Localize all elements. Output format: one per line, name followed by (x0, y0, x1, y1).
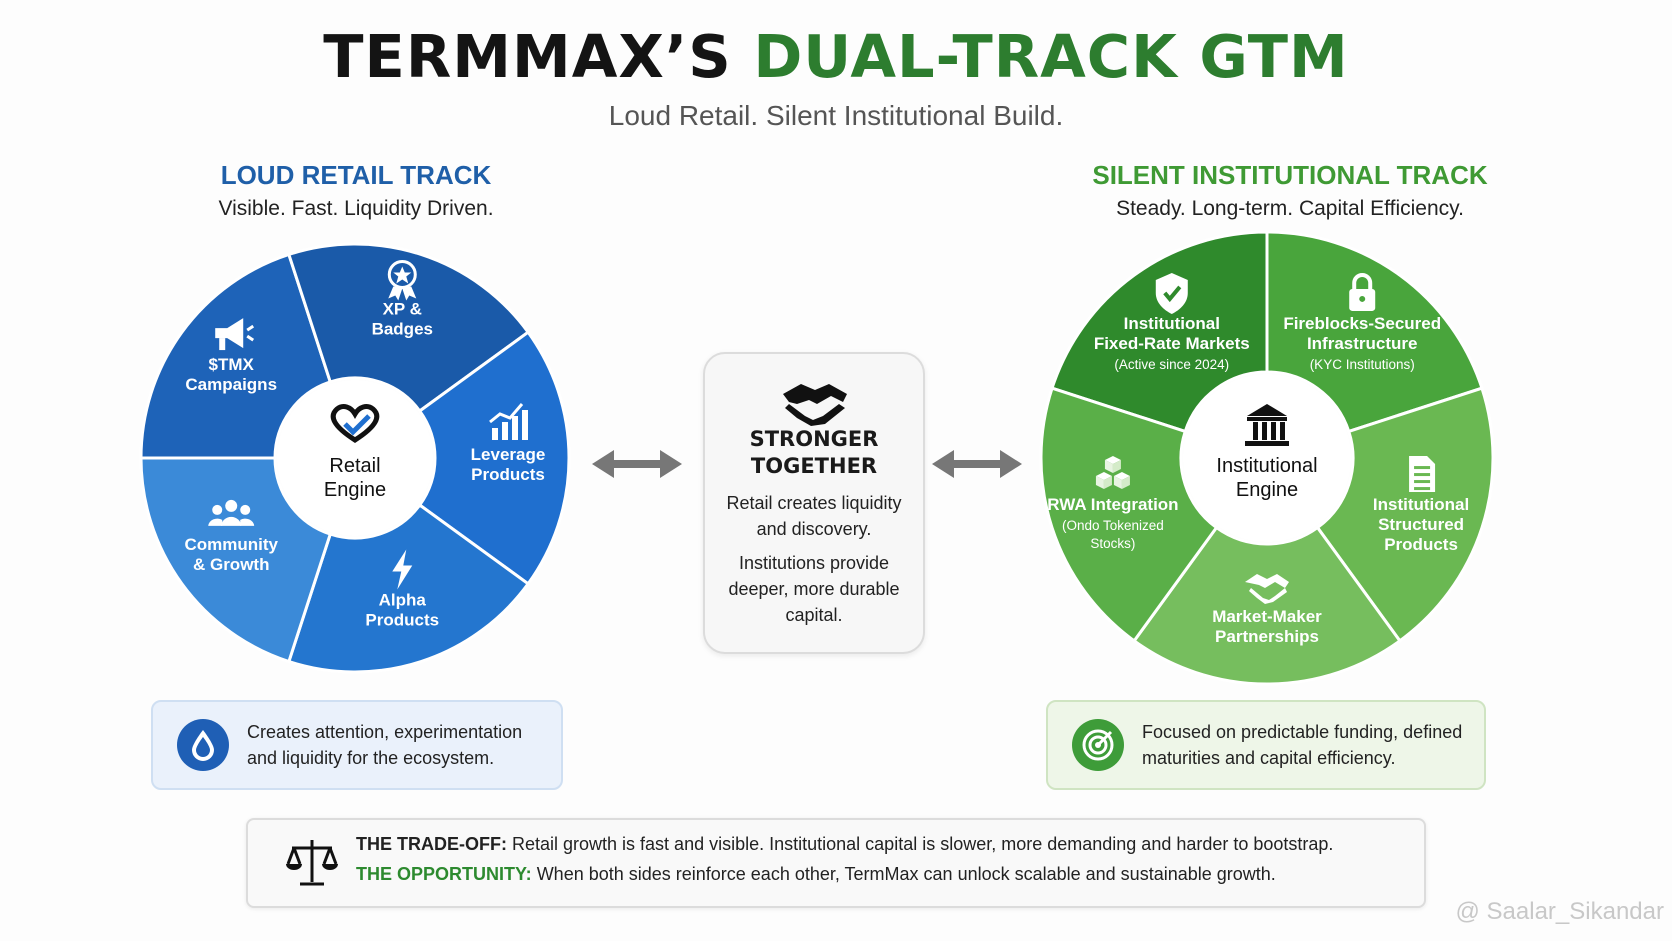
retail-segment: Community& Growth (139, 456, 333, 664)
segment-sublabel: (KYC Institutions) (1310, 357, 1415, 372)
segment-label: Leverage (471, 445, 546, 464)
segment-label: Community (184, 535, 278, 554)
segment-label: Products (1384, 535, 1458, 554)
handshake-icon (783, 384, 847, 426)
card-text-line: Institutions provide (738, 553, 890, 573)
water-drop-icon (177, 719, 229, 771)
bar-chart-icon (489, 403, 528, 440)
page-subtitle: Loud Retail. Silent Institutional Build. (608, 100, 1064, 131)
segment-label: Fixed-Rate Markets (1094, 334, 1250, 353)
segment-label: Partnerships (1215, 627, 1319, 646)
segment-label: RWA Integration (1047, 495, 1178, 514)
balance-scale-icon (286, 840, 338, 886)
title-green: DUAL-TRACK GTM (753, 22, 1349, 91)
bank-icon (1245, 404, 1289, 446)
institutional-note: Focused on predictable funding, defined … (1046, 700, 1486, 790)
megaphone-icon (215, 318, 255, 351)
segment-label: Badges (372, 319, 433, 338)
tradeoff-box: THE TRADE-OFF: Retail growth is fast and… (246, 818, 1426, 908)
stronger-together-card: STRONGER TOGETHER Retail creates liquidi… (703, 352, 925, 654)
handshake-icon (1245, 574, 1289, 604)
people-icon (208, 499, 255, 526)
tradeoff-line: THE TRADE-OFF: Retail growth is fast and… (356, 834, 1333, 855)
segment-label: Campaigns (185, 375, 277, 394)
engine-label: Engine (1236, 479, 1298, 501)
segment-label: Institutional (1124, 314, 1220, 333)
segment-sublabel: Stocks) (1090, 536, 1135, 551)
opportunity-text: When both sides reinforce each other, Te… (536, 864, 1276, 884)
retail-track-title: LOUD RETAIL TRACK (220, 160, 492, 190)
institutional-track-title: SILENT INSTITUTIONAL TRACK (1092, 160, 1488, 190)
card-text-line: capital. (785, 605, 843, 625)
engine-label: Engine (324, 479, 386, 501)
page-title: TERMMAX’S DUAL-TRACK GTM (0, 22, 1672, 91)
segment-sublabel: (Ondo Tokenized (1062, 518, 1164, 533)
institutional-note-line: maturities and capital efficiency. (1142, 748, 1396, 768)
card-text-line: and discovery. (756, 519, 872, 539)
document-icon (1409, 456, 1436, 493)
tradeoff-label: THE TRADE-OFF: (356, 834, 507, 854)
retail-note-line: Creates attention, experimentation (247, 722, 523, 742)
title-dark: TERMMAX’S (323, 22, 732, 91)
segment-label: & Growth (193, 555, 270, 574)
institutional-track-subtitle: Steady. Long-term. Capital Efficiency. (1116, 197, 1464, 220)
segment-label: Institutional (1373, 495, 1469, 514)
segment-label: $TMX (209, 355, 255, 374)
lock-icon (1349, 273, 1376, 311)
segment-label: Products (471, 465, 545, 484)
retail-note-line: and liquidity for the ecosystem. (247, 748, 495, 768)
institutional-note-line: Focused on predictable funding, defined (1142, 722, 1463, 742)
lightning-icon (392, 549, 413, 590)
shield-check-icon (1155, 272, 1188, 314)
card-text-line: deeper, more durable (728, 579, 900, 599)
segment-label: XP & (383, 299, 422, 318)
engine-label: Institutional (1216, 455, 1317, 477)
right-double-arrow (932, 450, 1022, 478)
card-text-line: Retail creates liquidity (726, 493, 902, 513)
watermark: @ Saalar_Sikandar (1455, 898, 1664, 925)
engine-label: Retail (329, 455, 380, 477)
segment-label: Structured (1378, 515, 1464, 534)
badge-icon (387, 259, 417, 301)
heart-check-icon (330, 404, 380, 443)
card-heading-line: TOGETHER (750, 454, 878, 478)
segment-label: Products (365, 611, 439, 630)
opportunity-label: THE OPPORTUNITY: (356, 864, 532, 884)
segment-label: Market-Maker (1212, 607, 1322, 626)
retail-track-subtitle: Visible. Fast. Liquidity Driven. (218, 197, 494, 220)
target-icon (1072, 719, 1124, 771)
opportunity-line: THE OPPORTUNITY: When both sides reinfor… (356, 864, 1276, 885)
segment-label: Infrastructure (1307, 334, 1418, 353)
segment-label: Alpha (379, 591, 427, 610)
card-heading-line: STRONGER (749, 427, 879, 451)
cubes-icon (1095, 456, 1130, 490)
retail-segment: XP &Badges (286, 242, 531, 414)
retail-note: Creates attention, experimentation and l… (151, 700, 563, 790)
tradeoff-text: Retail growth is fast and visible. Insti… (512, 834, 1334, 854)
segment-sublabel: (Active since 2024) (1114, 357, 1229, 372)
left-double-arrow (592, 450, 682, 478)
segment-label: Fireblocks-Secured (1283, 314, 1441, 333)
